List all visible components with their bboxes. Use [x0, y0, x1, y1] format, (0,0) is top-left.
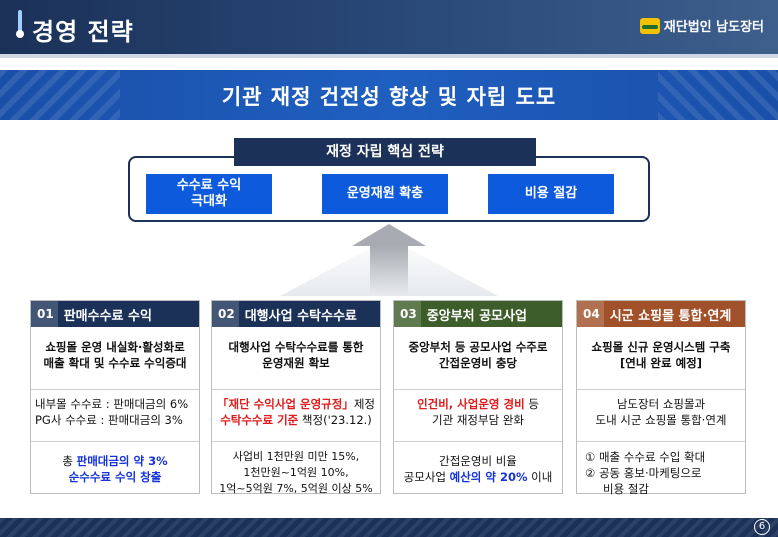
card-text-line: [연내 완료 예정] [620, 356, 702, 370]
card-detail: 남도장터 쇼핑몰과 도내 시군 쇼핑몰 통합·연계 [577, 396, 745, 428]
card-result: ① 매출 수수료 수입 확대 ② 공동 홍보·마케팅으로 비용 절감 [577, 449, 745, 497]
core-item-line: 수수료 수익 [176, 178, 242, 193]
card-detail: 「재단 수익사업 운영규정」제정 수탁수수료 기준 책정('23.12.) [212, 396, 380, 428]
page-number: 6 [754, 519, 770, 535]
card-summary: 쇼핑몰 운영 내실화·활성화로 매출 확대 및 수수료 수익증대 [31, 339, 199, 371]
strategy-card-4: 04 시군 쇼핑몰 통합·연계 쇼핑몰 신규 운영시스템 구축 [연내 완료 예… [576, 300, 746, 497]
card-summary: 중앙부처 등 공모사업 수주로 간접운영비 충당 [394, 339, 562, 371]
card-number: 04 [577, 301, 604, 327]
card-text: 공모사업 [403, 470, 450, 484]
core-item-fee-revenue: 수수료 수익 극대화 [146, 174, 272, 214]
strategy-card-1: 01 판매수수료 수익 쇼핑몰 운영 내실화·활성화로 매출 확대 및 수수료 … [30, 300, 200, 494]
card-text-line: 기관 재정부담 완화 [432, 413, 524, 427]
card-text-line: 운영재원 확보 [262, 356, 330, 370]
card-number: 03 [394, 301, 421, 327]
logo: 재단법인 남도장터 [639, 16, 764, 35]
card-highlight: 순수수료 수익 창출 [68, 470, 162, 484]
top-header: 경영 전략 재단법인 남도장터 [0, 0, 778, 58]
logo-icon [639, 17, 660, 34]
card-text-line: 1천만원~1억원 10%, [243, 466, 349, 479]
card-text-line: 간접운영비 비율 [439, 454, 517, 468]
card-summary: 쇼핑몰 신규 운영시스템 구축 [연내 완료 예정] [577, 339, 745, 371]
divider [577, 389, 745, 390]
core-item-line: 극대화 [191, 194, 227, 209]
card-text-line: 남도장터 쇼핑몰과 [616, 397, 706, 411]
core-strategy-label: 재정 자립 핵심 전략 [234, 138, 536, 166]
card-text-line: 사업비 1천만원 미만 15%, [232, 450, 360, 463]
card-text-line: 매출 확대 및 수수료 수익증대 [43, 356, 187, 370]
card-summary: 대행사업 수탁수수료를 통한 운영재원 확보 [212, 339, 380, 371]
card-title: 대행사업 수탁수수료 [244, 308, 357, 324]
card-number: 01 [31, 301, 58, 327]
card-highlight: 인건비, 사업운영 경비 [417, 397, 525, 411]
card-number: 02 [212, 301, 239, 327]
divider [577, 441, 745, 442]
card-highlight: 「재단 수익사업 운영규정」 [217, 397, 354, 411]
card-text-line: 내부몰 수수료 : 판매대금의 6% [35, 397, 189, 411]
card-highlight: 판매대금의 약 3% [76, 454, 168, 468]
card-text-line: 비용 절감 [603, 482, 649, 496]
up-arrow-shaft [370, 246, 408, 296]
card-text-line: 대행사업 수탁수수료를 통한 [228, 340, 364, 354]
core-item-cost-saving: 비용 절감 [488, 174, 614, 214]
card-text: 등 [524, 397, 539, 411]
card-title: 시군 쇼핑몰 통합·연계 [609, 308, 732, 324]
goal-banner-text: 기관 재정 건전성 향상 및 자립 도모 [221, 85, 557, 109]
divider [212, 441, 380, 442]
page-title: 경영 전략 [32, 18, 134, 46]
card-text-line: 1억~5억원 7%, 5억원 이상 5% [219, 482, 373, 495]
card-highlight: 수탁수수료 기준 [220, 413, 299, 427]
card-detail: 인건비, 사업운영 경비 등 기관 재정부담 완화 [394, 396, 562, 428]
card-text-line: 중앙부처 등 공모사업 수주로 [408, 340, 548, 354]
card-text: 이내 [527, 470, 553, 484]
card-text: 제정 [353, 397, 375, 411]
card-header: 02 대행사업 수탁수수료 [212, 301, 380, 327]
card-text: 총 [62, 454, 77, 468]
card-result: 사업비 1천만원 미만 15%, 1천만원~1억원 10%, 1억~5억원 7%… [212, 449, 380, 497]
title-accent-icon [16, 10, 24, 38]
card-highlight: 예산의 약 20% [449, 470, 528, 484]
card-text-line: ① 매출 수수료 수입 확대 [585, 450, 706, 464]
card-header: 03 중앙부처 공모사업 [394, 301, 562, 327]
divider [212, 389, 380, 390]
divider [394, 441, 562, 442]
card-result: 간접운영비 비율 공모사업 예산의 약 20% 이내 [394, 453, 562, 485]
card-text: 책정('23.12.) [298, 413, 372, 427]
strategy-card-3: 03 중앙부처 공모사업 중앙부처 등 공모사업 수주로 간접운영비 충당 인건… [393, 300, 563, 494]
card-text-line: 간접운영비 충당 [438, 356, 518, 370]
core-item-funding: 운영재원 확충 [322, 174, 448, 214]
divider [31, 441, 199, 442]
card-text-line: 도내 시군 쇼핑몰 통합·연계 [595, 413, 727, 427]
goal-banner: 기관 재정 건전성 향상 및 자립 도모 [0, 70, 778, 120]
card-text-line: PG사 수수료 : 판매대금의 3% [35, 413, 183, 427]
strategy-card-2: 02 대행사업 수탁수수료 대행사업 수탁수수료를 통한 운영재원 확보 「재단… [211, 300, 381, 497]
card-detail: 내부몰 수수료 : 판매대금의 6% PG사 수수료 : 판매대금의 3% [31, 396, 199, 428]
card-text-line: 쇼핑몰 운영 내실화·활성화로 [45, 340, 185, 354]
divider [394, 389, 562, 390]
footer-bar: 6 [0, 518, 778, 537]
card-result: 총 판매대금의 약 3% 순수수료 수익 창출 [31, 453, 199, 485]
card-header: 01 판매수수료 수익 [31, 301, 199, 327]
card-text-line: ② 공동 홍보·마케팅으로 [585, 466, 702, 480]
up-arrow-icon [352, 224, 426, 246]
logo-text: 재단법인 남도장터 [663, 20, 764, 35]
card-header: 04 시군 쇼핑몰 통합·연계 [577, 301, 745, 327]
divider [31, 389, 199, 390]
card-title: 판매수수료 수익 [63, 308, 152, 324]
card-text-line: 쇼핑몰 신규 운영시스템 구축 [591, 340, 731, 354]
card-title: 중앙부처 공모사업 [426, 308, 527, 324]
